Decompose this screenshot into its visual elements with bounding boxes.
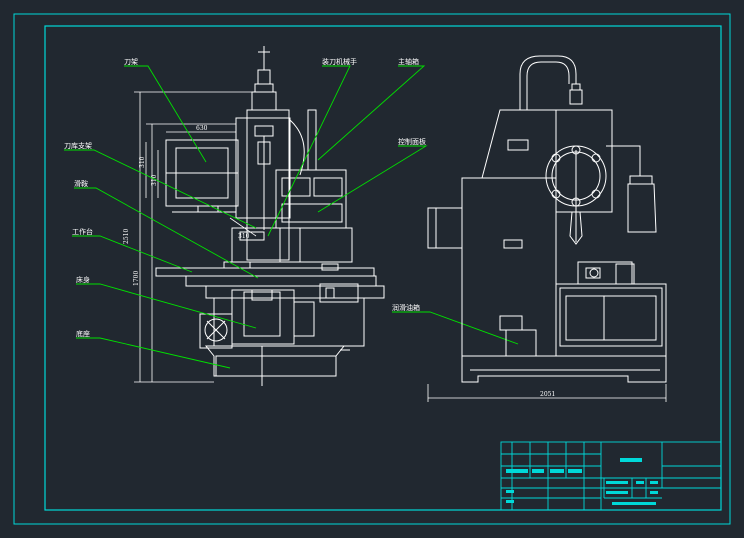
title-block-fills (506, 458, 658, 505)
dimension-630: 630 (196, 125, 208, 132)
dimension-2051: 2051 (540, 391, 555, 398)
front-view-dimension-text: 630 310 310 310 2510 1700 (123, 125, 250, 286)
dimension-310a: 310 (139, 156, 146, 168)
side-view-machine (427, 55, 667, 383)
label-chuangshen: 床身 (76, 275, 90, 284)
label-daojia: 刀架 (124, 58, 138, 66)
title-block (500, 441, 722, 511)
dimension-310b: 310 (151, 174, 158, 186)
label-daojia-zhijia: 刀库支架 (64, 141, 92, 150)
dimension-310c: 310 (238, 233, 250, 240)
label-kongzhi: 控制面板 (398, 137, 426, 146)
label-gongzuotai: 工作台 (72, 227, 93, 236)
drawing-frame (13, 13, 731, 525)
label-youxiang: 润滑油箱 (392, 303, 420, 312)
label-zhuangdao: 装刀机械手 (322, 57, 357, 66)
front-view-machine (155, 46, 385, 386)
label-dizuo: 底座 (76, 329, 90, 338)
part-labels: 刀架 装刀机械手 主轴箱 刀库支架 控制面板 滑鞍 工作台 床身 底座 润滑油箱 (64, 57, 426, 338)
front-view-dimensions (134, 91, 257, 383)
label-zhuzhou: 主轴箱 (398, 57, 419, 66)
leader-lines (64, 65, 519, 369)
dimension-1700: 1700 (133, 271, 140, 286)
dimension-2510: 2510 (123, 229, 130, 244)
label-huaan: 滑鞍 (74, 179, 88, 188)
side-view-dimension (427, 384, 667, 402)
